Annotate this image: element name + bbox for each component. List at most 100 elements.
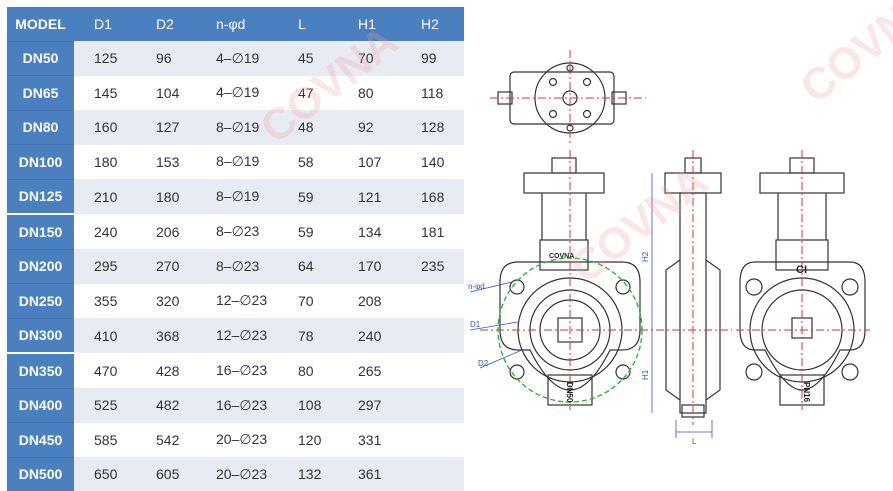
value-cell — [401, 457, 464, 491]
value-cell: 542 — [136, 422, 196, 457]
header-h2: H2 — [401, 7, 464, 41]
value-cell: 16–∅23 — [196, 388, 278, 423]
model-cell: DN65 — [7, 75, 74, 110]
value-cell — [401, 422, 464, 457]
value-cell: 208 — [338, 283, 401, 318]
value-cell: 168 — [401, 179, 464, 214]
model-cell: DN125 — [7, 178, 74, 214]
model-cell: DN200 — [7, 248, 74, 284]
value-cell: 270 — [136, 249, 196, 284]
value-cell — [401, 283, 464, 318]
value-cell: 127 — [136, 110, 196, 145]
model-cell: DN150 — [7, 213, 74, 249]
value-cell: 96 — [136, 41, 196, 76]
value-cell: 160 — [74, 110, 136, 145]
bolt-circle — [497, 257, 643, 403]
value-cell: 235 — [401, 249, 464, 284]
model-cell: DN500 — [7, 456, 74, 491]
value-cell: 8–∅23 — [196, 214, 278, 249]
header-d1: D1 — [74, 7, 136, 41]
value-cell: 70 — [278, 283, 338, 318]
value-cell — [401, 353, 464, 388]
model-cell: DN300 — [7, 317, 74, 353]
value-cell: 525 — [74, 388, 136, 423]
value-cell: 410 — [74, 318, 136, 353]
d2-label: D2 — [478, 359, 489, 368]
value-cell: 297 — [338, 388, 401, 423]
model-cell: DN100 — [7, 144, 74, 179]
value-cell: 104 — [136, 75, 196, 110]
header-nphid: n-φd — [196, 7, 278, 41]
value-cell: 320 — [136, 283, 196, 318]
value-cell: 361 — [338, 457, 401, 491]
brand-label: COVNA — [549, 253, 574, 260]
value-cell: 170 — [338, 249, 401, 284]
valve-drawing: n-φd D1 D2 H1 H2 L COVNA CI PN16 DN50 — [468, 50, 870, 446]
model-cell: DN80 — [7, 109, 74, 145]
value-cell: 125 — [74, 41, 136, 76]
d1-label: D1 — [470, 320, 481, 329]
value-cell: 8–∅23 — [196, 249, 278, 284]
value-cell: 331 — [338, 422, 401, 457]
value-cell: 240 — [74, 214, 136, 249]
value-cell: 47 — [278, 75, 338, 110]
model-cell: DN350 — [7, 352, 74, 388]
value-cell: 585 — [74, 422, 136, 457]
value-cell: 368 — [136, 318, 196, 353]
value-cell: 145 — [74, 75, 136, 110]
value-cell: 134 — [338, 214, 401, 249]
value-cell: 80 — [278, 353, 338, 388]
value-cell: 4–∅19 — [196, 75, 278, 110]
value-cell: 470 — [74, 353, 136, 388]
value-cell: 45 — [278, 41, 338, 76]
value-cell: 650 — [74, 457, 136, 491]
value-cell: 4–∅19 — [196, 41, 278, 76]
value-cell: 206 — [136, 214, 196, 249]
l-label: L — [692, 437, 697, 446]
value-cell — [401, 318, 464, 353]
value-cell: 99 — [401, 41, 464, 76]
value-cell: 128 — [401, 110, 464, 145]
value-cell: 180 — [136, 179, 196, 214]
pn-label: PN16 — [802, 382, 811, 403]
value-cell: 78 — [278, 318, 338, 353]
value-cell: 58 — [278, 144, 338, 179]
value-cell: 121 — [338, 179, 401, 214]
value-cell: 605 — [136, 457, 196, 491]
value-cell: 428 — [136, 353, 196, 388]
value-cell: 240 — [338, 318, 401, 353]
model-cell: DN50 — [7, 40, 74, 76]
value-cell: 482 — [136, 388, 196, 423]
value-cell: 12–∅23 — [196, 318, 278, 353]
value-cell: 265 — [338, 353, 401, 388]
value-cell: 355 — [74, 283, 136, 318]
value-cell — [401, 388, 464, 423]
value-cell: 8–∅19 — [196, 179, 278, 214]
center-lines — [480, 50, 870, 425]
dn-label: DN50 — [565, 382, 574, 403]
value-cell: 59 — [278, 179, 338, 214]
ci-label: CI — [796, 264, 807, 276]
value-cell: 132 — [278, 457, 338, 491]
value-cell: 8–∅19 — [196, 144, 278, 179]
header-model: MODEL — [7, 7, 74, 41]
value-cell: 80 — [338, 75, 401, 110]
header-l: L — [278, 7, 338, 41]
value-cell: 108 — [278, 388, 338, 423]
value-cell: 20–∅23 — [196, 457, 278, 491]
model-cell: DN400 — [7, 387, 74, 423]
header-d2: D2 — [136, 7, 196, 41]
value-cell: 140 — [401, 144, 464, 179]
value-cell: 295 — [74, 249, 136, 284]
